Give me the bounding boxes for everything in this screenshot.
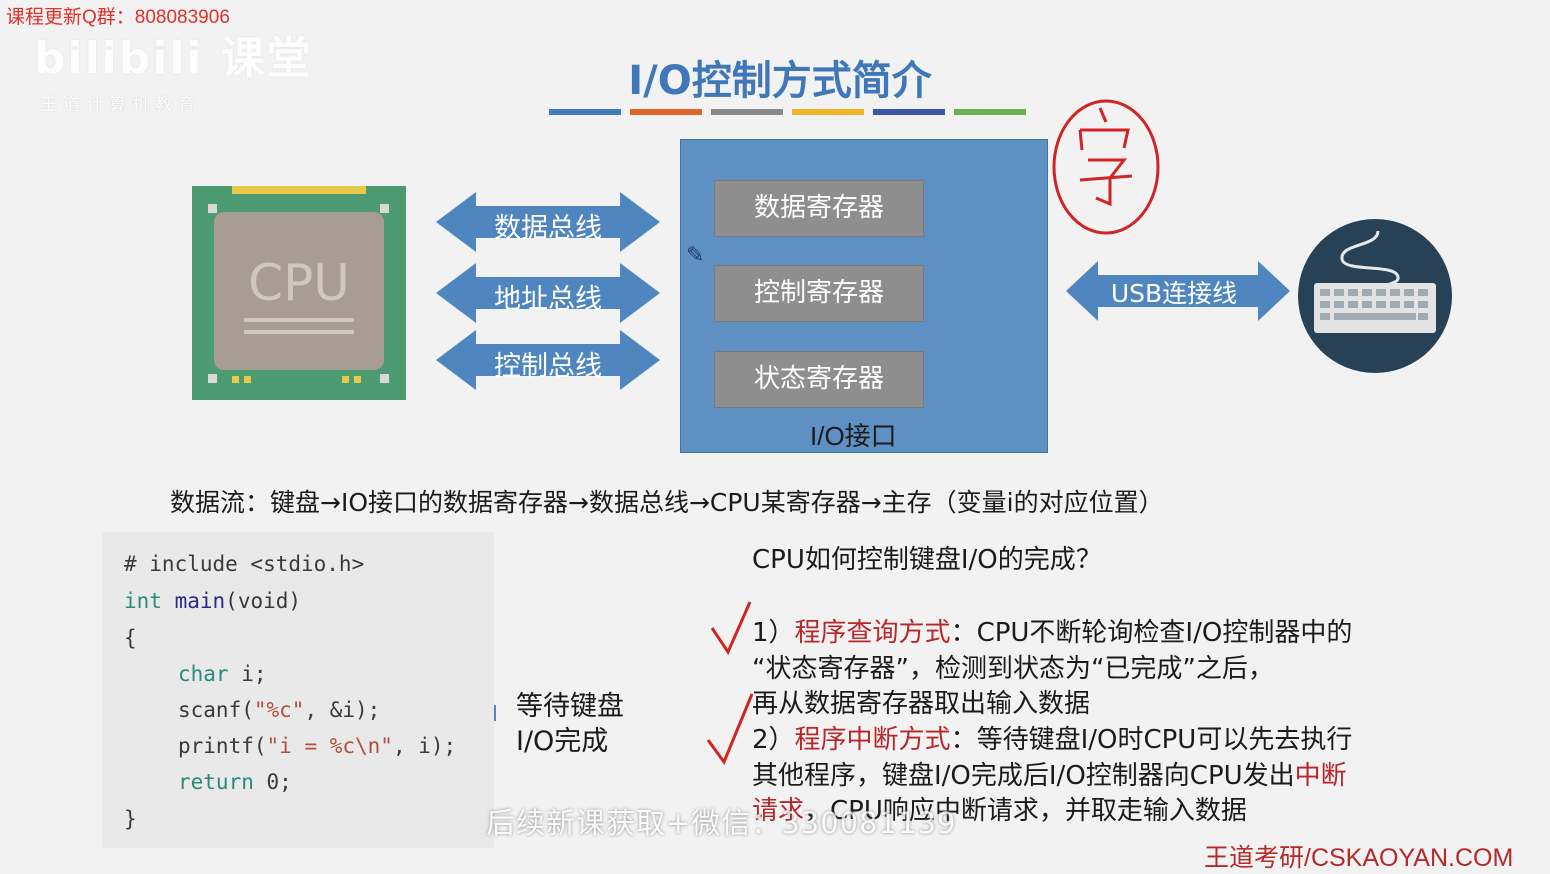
handwritten-circle xyxy=(1052,99,1160,235)
usb-arrow xyxy=(1066,261,1290,321)
answer1-line1: 1）程序查询方式：CPU不断轮询检查I/O控制器中的 xyxy=(752,612,1352,649)
io-interface-label: I/O接口 xyxy=(810,421,897,451)
checkmark-2 xyxy=(706,693,754,766)
code-line: return 0; xyxy=(178,770,292,794)
data-bus-label: 数据总线 xyxy=(494,213,602,244)
diagram-arrows xyxy=(410,192,1290,729)
cpu-pin xyxy=(380,374,389,383)
answer2-text: ，CPU响应中断请求，并取走输入数据 xyxy=(804,796,1247,826)
code-line: } xyxy=(124,807,137,831)
control-bus-arrow xyxy=(436,330,660,390)
code-line: scanf("%c", &i); xyxy=(178,698,380,722)
code-string: "i = %c\n" xyxy=(266,734,393,758)
title-stripe xyxy=(549,109,621,115)
cpu-pin xyxy=(354,376,361,383)
code-text: , &i); xyxy=(304,698,381,722)
keyboard-icon xyxy=(1298,219,1452,373)
code-function: main xyxy=(174,589,226,613)
data-register: 数据寄存器 xyxy=(714,180,924,237)
keyboard-glyph xyxy=(1314,230,1436,333)
checkmark-1 xyxy=(710,601,752,656)
qq-group-notice: 课程更新Q群：808083906 xyxy=(6,7,230,28)
question-text: CPU如何控制键盘I/O的完成？ xyxy=(752,545,1102,575)
wait-label-line1: 等待键盘 xyxy=(516,691,624,722)
control-bus-label: 控制总线 xyxy=(494,351,602,382)
answer2-line3: 请求，CPU响应中断请求，并取走输入数据 xyxy=(752,790,1247,827)
answer2-line2: 其他程序，键盘I/O完成后I/O控制器向CPU发出中断 xyxy=(752,755,1347,792)
title-stripe xyxy=(711,109,783,115)
code-block xyxy=(102,532,494,848)
pen-cursor-icon: ✎ xyxy=(686,243,705,268)
answer1-text: ：CPU不断轮询检查I/O控制器中的 xyxy=(950,618,1353,648)
code-text: (void) xyxy=(225,589,302,613)
cpu-pin xyxy=(208,204,217,213)
data-bus-arrow xyxy=(436,192,660,252)
slide-title: I/O控制方式简介 xyxy=(628,58,932,104)
cpu-label: CPU xyxy=(248,254,350,312)
handwritten-annotation xyxy=(706,99,1160,766)
control-register: 控制寄存器 xyxy=(714,265,924,322)
code-text: , i); xyxy=(392,734,457,758)
code-string: "%c" xyxy=(253,698,305,722)
cpu-chip-icon: CPU xyxy=(192,186,406,400)
cpu-underline xyxy=(244,318,354,322)
title-stripe xyxy=(792,109,864,115)
address-bus-arrow xyxy=(436,263,660,323)
cpu-top-contact xyxy=(232,186,366,194)
answer1-title: 程序查询方式 xyxy=(794,618,951,648)
code-keyword: return xyxy=(178,770,254,794)
answer1-number: 1） xyxy=(752,618,795,648)
answer2-number: 2） xyxy=(752,725,795,755)
title-stripe xyxy=(954,109,1026,115)
answer2-highlight: 请求 xyxy=(752,796,805,826)
cpu-pin xyxy=(232,376,239,383)
code-line: char i; xyxy=(178,662,267,686)
bilibili-logo: bilibili 课堂 xyxy=(34,33,313,84)
code-line: printf("i = %c\n", i); xyxy=(178,734,456,758)
code-text: i; xyxy=(228,662,267,686)
cpu-die xyxy=(214,212,384,370)
code-line: int main(void) xyxy=(124,589,301,613)
address-bus-label: 地址总线 xyxy=(494,284,602,315)
answer2-highlight: 中断 xyxy=(1294,761,1347,791)
code-line: { xyxy=(124,626,137,650)
title-stripe xyxy=(630,109,702,115)
code-text: printf( xyxy=(178,734,267,758)
handwritten-zi-character xyxy=(1078,107,1133,207)
answer1-line3: 再从数据寄存器取出输入数据 xyxy=(752,689,1091,719)
cpu-pin xyxy=(380,204,389,213)
status-register: 状态寄存器 xyxy=(714,351,924,408)
usb-cable-label: USB连接线 xyxy=(1110,279,1238,308)
dataflow-text: 数据流：键盘→IO接口的数据寄存器→数据总线→CPU某寄存器→主存（变量i的对应… xyxy=(170,488,1164,517)
code-text: scanf( xyxy=(178,698,254,722)
answer2-text: 其他程序，键盘I/O完成后I/O控制器向CPU发出 xyxy=(752,761,1295,791)
code-keyword: int xyxy=(124,589,162,613)
answer2-line1: 2）程序中断方式：等待键盘I/O时CPU可以先去执行 xyxy=(752,719,1352,756)
cpu-pin xyxy=(244,376,251,383)
answer2-text: ：等待键盘I/O时CPU可以先去执行 xyxy=(950,725,1353,755)
answer1-line2: “状态寄存器”，检测到状态为“已完成”之后， xyxy=(752,654,1274,684)
cpu-pin xyxy=(208,374,217,383)
wechat-watermark: 后续新课获取+微信：330081139 xyxy=(486,806,957,840)
wait-label-line2: I/O完成 xyxy=(516,726,609,757)
cpu-underline xyxy=(244,330,354,334)
code-line: # include <stdio.h> xyxy=(124,552,365,576)
site-watermark: 王道考研/CSKAOYAN.COM xyxy=(1204,844,1514,872)
logo-subtitle: 王道计算机教育 xyxy=(40,95,201,115)
code-keyword: char xyxy=(178,662,229,686)
answer2-title: 程序中断方式 xyxy=(794,725,951,755)
cpu-pin xyxy=(342,376,349,383)
code-text: 0; xyxy=(253,770,292,794)
title-stripe xyxy=(873,109,945,115)
